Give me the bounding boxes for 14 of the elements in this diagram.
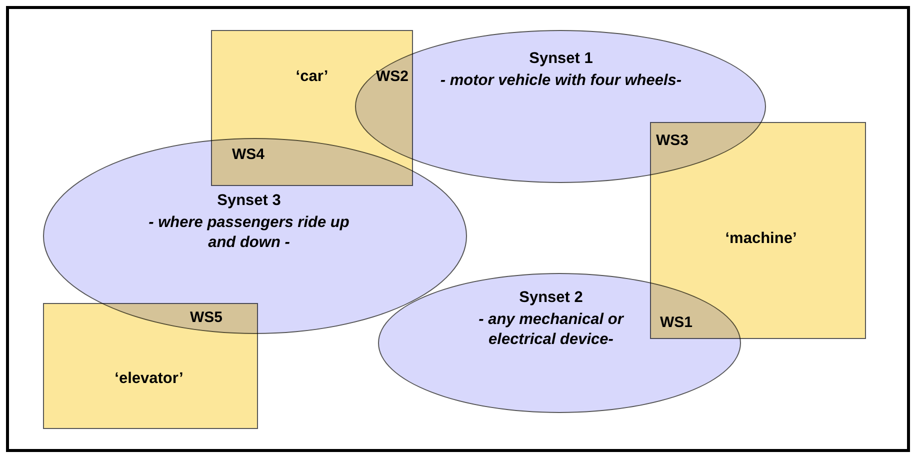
synset-gloss: - motor vehicle with four wheels- (440, 71, 682, 91)
synset-title: Synset 3 (217, 191, 281, 211)
word-sense-label: WS1 (660, 314, 693, 331)
word-sense-label: WS5 (190, 309, 223, 326)
synset-title: Synset 2 (519, 288, 583, 308)
word-label: ‘car’ (296, 67, 328, 87)
word-label: ‘machine’ (725, 229, 797, 249)
word-sense-label: WS2 (376, 68, 409, 85)
synset-gloss: - any mechanical or electrical device- (478, 310, 625, 350)
synset-title: Synset 1 (529, 49, 593, 69)
synset-gloss: - where passengers ride up and down - (148, 213, 350, 253)
word-sense-label: WS3 (656, 132, 689, 149)
word-sense-label: WS4 (232, 146, 265, 163)
word-label: ‘elevator’ (114, 369, 184, 389)
